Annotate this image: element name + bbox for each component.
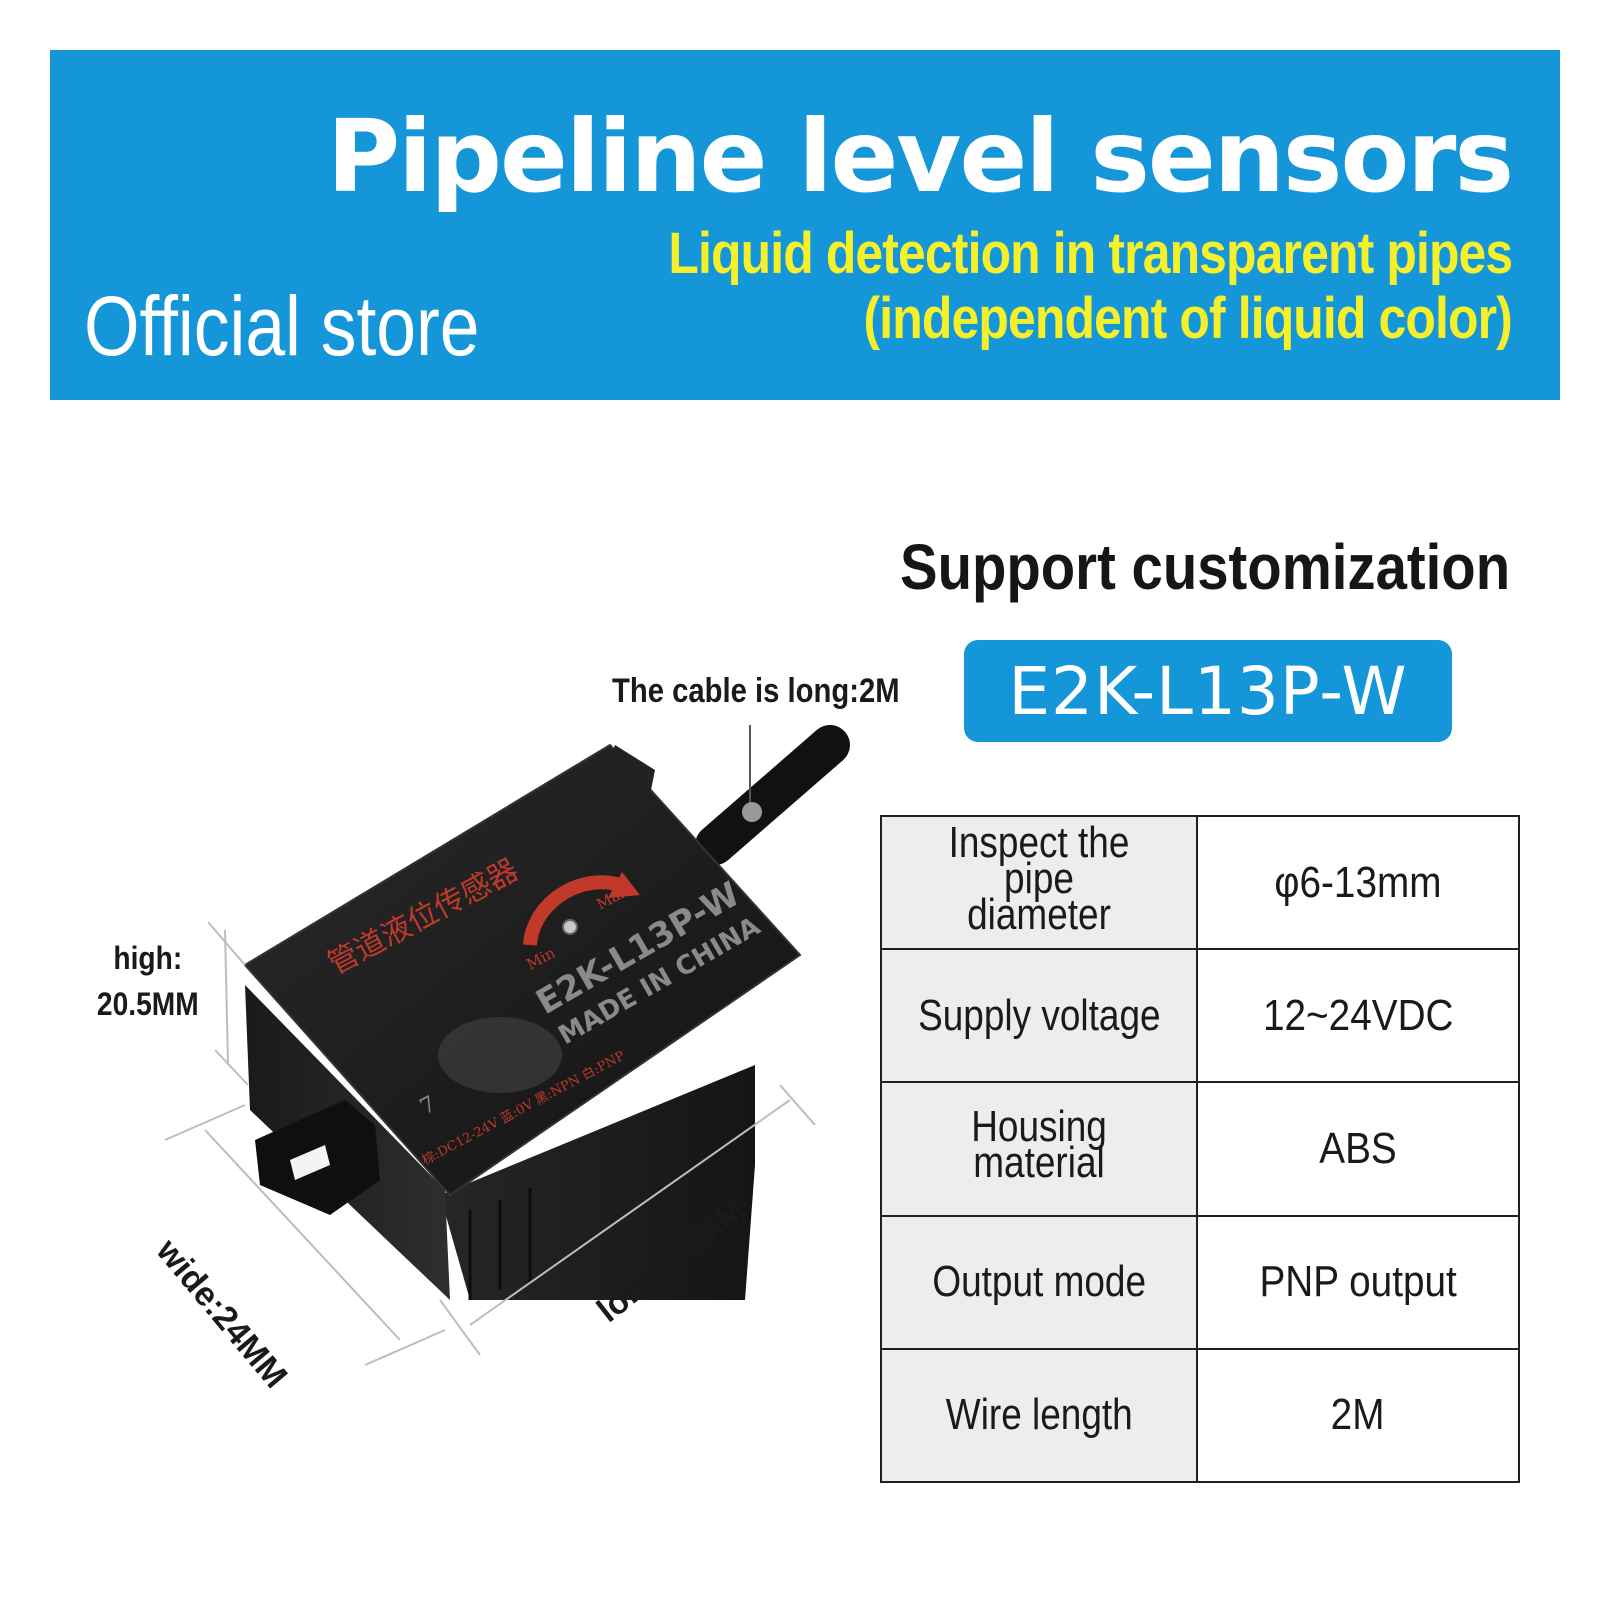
support-customization-heading: Support customization [900, 531, 1511, 603]
official-store-label: Official store [84, 279, 480, 373]
dimension-lines [164, 921, 816, 1366]
model-badge: E2K-L13P-W [964, 640, 1452, 742]
spec-label-cell: Housing material [880, 1081, 1198, 1217]
spec-value-cell: PNP output [1196, 1214, 1520, 1350]
spec-value: φ6-13mm [1274, 857, 1442, 907]
pipe-slot [255, 1100, 380, 1215]
banner-subtitle-line1: Liquid detection in transparent pipes [668, 221, 1513, 286]
spec-label: Housing material [971, 1102, 1107, 1188]
spec-value-cell: 2M [1196, 1347, 1520, 1484]
spec-label-line2: diameter [967, 890, 1111, 940]
spec-value: ABS [1319, 1123, 1397, 1173]
spec-label: Inspect the pipe [948, 818, 1130, 904]
height-label-line1: high: [113, 940, 183, 976]
sensor-top-face [243, 743, 802, 1197]
spec-value: PNP output [1259, 1257, 1457, 1307]
spec-value: 2M [1331, 1390, 1385, 1440]
table-row: Housing material ABS [880, 1081, 1520, 1217]
spec-label: Output mode [932, 1257, 1146, 1307]
blurred-logo [438, 1017, 562, 1093]
spec-label: Wire length [945, 1390, 1133, 1440]
spec-label-cell: Output mode [880, 1214, 1198, 1350]
spec-label-cell: Supply voltage [880, 948, 1198, 1084]
spec-value: 12~24VDC [1262, 990, 1454, 1040]
sensor-ribs [468, 1188, 532, 1300]
adjust-screw-icon [562, 919, 578, 935]
table-row: Supply voltage 12~24VDC [880, 948, 1520, 1084]
spec-value-cell: φ6-13mm [1196, 814, 1520, 951]
table-row: Wire length 2M [880, 1347, 1520, 1484]
sensitivity-arc-icon [523, 875, 623, 946]
height-label-line2: 20.5MM [96, 986, 199, 1022]
spec-value-cell: ABS [1196, 1081, 1520, 1217]
spec-label: Supply voltage [917, 990, 1161, 1040]
cable [695, 725, 850, 865]
header-banner: Pipeline level sensors Liquid detection … [50, 50, 1560, 400]
sensor-side-face [440, 1065, 755, 1300]
banner-subtitle-line2: (independent of liquid color) [863, 286, 1513, 351]
cable-length-label: The cable is long:2M [612, 672, 900, 710]
table-row: Output mode PNP output [880, 1214, 1520, 1350]
banner-title: Pipeline level sensors [326, 98, 1514, 215]
height-label: high: 20.5MM [97, 935, 199, 1027]
spec-value-cell: 12~24VDC [1196, 948, 1520, 1084]
spec-label-cell: Wire length [880, 1347, 1198, 1484]
